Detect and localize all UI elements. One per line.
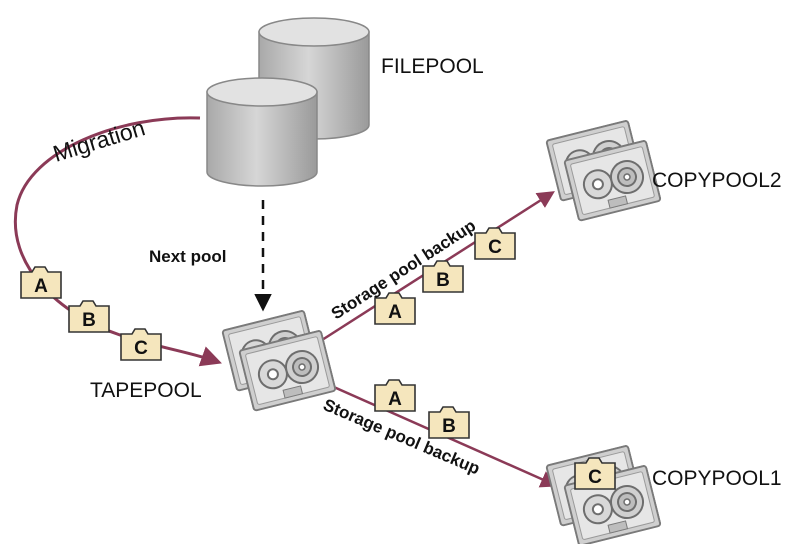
folder-letter: B [436, 270, 450, 291]
folder-letter: C [134, 338, 148, 359]
folder-icon: B [68, 300, 110, 333]
folder-icon: C [120, 328, 162, 361]
migration-arrow [13, 116, 222, 367]
filepool-disk-front-icon [206, 77, 318, 187]
copypool1-tape-icon [545, 444, 662, 544]
folder-icon: A [20, 266, 62, 299]
folder-icon: C [574, 457, 616, 490]
folder-icon: B [428, 406, 470, 439]
migration-label: Migration [50, 114, 148, 167]
folder-letter: C [488, 237, 502, 258]
tapepool-label: TAPEPOOL [90, 379, 202, 402]
folder-letter: A [388, 302, 402, 323]
tapepool-tape-icon [221, 309, 337, 412]
next-pool-label: Next pool [149, 247, 226, 266]
folder-icon: B [422, 260, 464, 293]
copypool2-label: COPYPOOL2 [652, 169, 782, 192]
folder-letter: C [588, 467, 602, 488]
filepool-label: FILEPOOL [381, 55, 484, 78]
folder-letter: B [82, 310, 96, 331]
folder-icon: C [474, 227, 516, 260]
folder-icon: A [374, 379, 416, 412]
copypool2-tape-icon [545, 119, 662, 222]
copypool1-label: COPYPOOL1 [652, 467, 782, 490]
folder-letter: B [442, 416, 456, 437]
folder-icon: A [374, 292, 416, 325]
folder-letter: A [388, 389, 402, 410]
folder-letter: A [34, 276, 48, 297]
